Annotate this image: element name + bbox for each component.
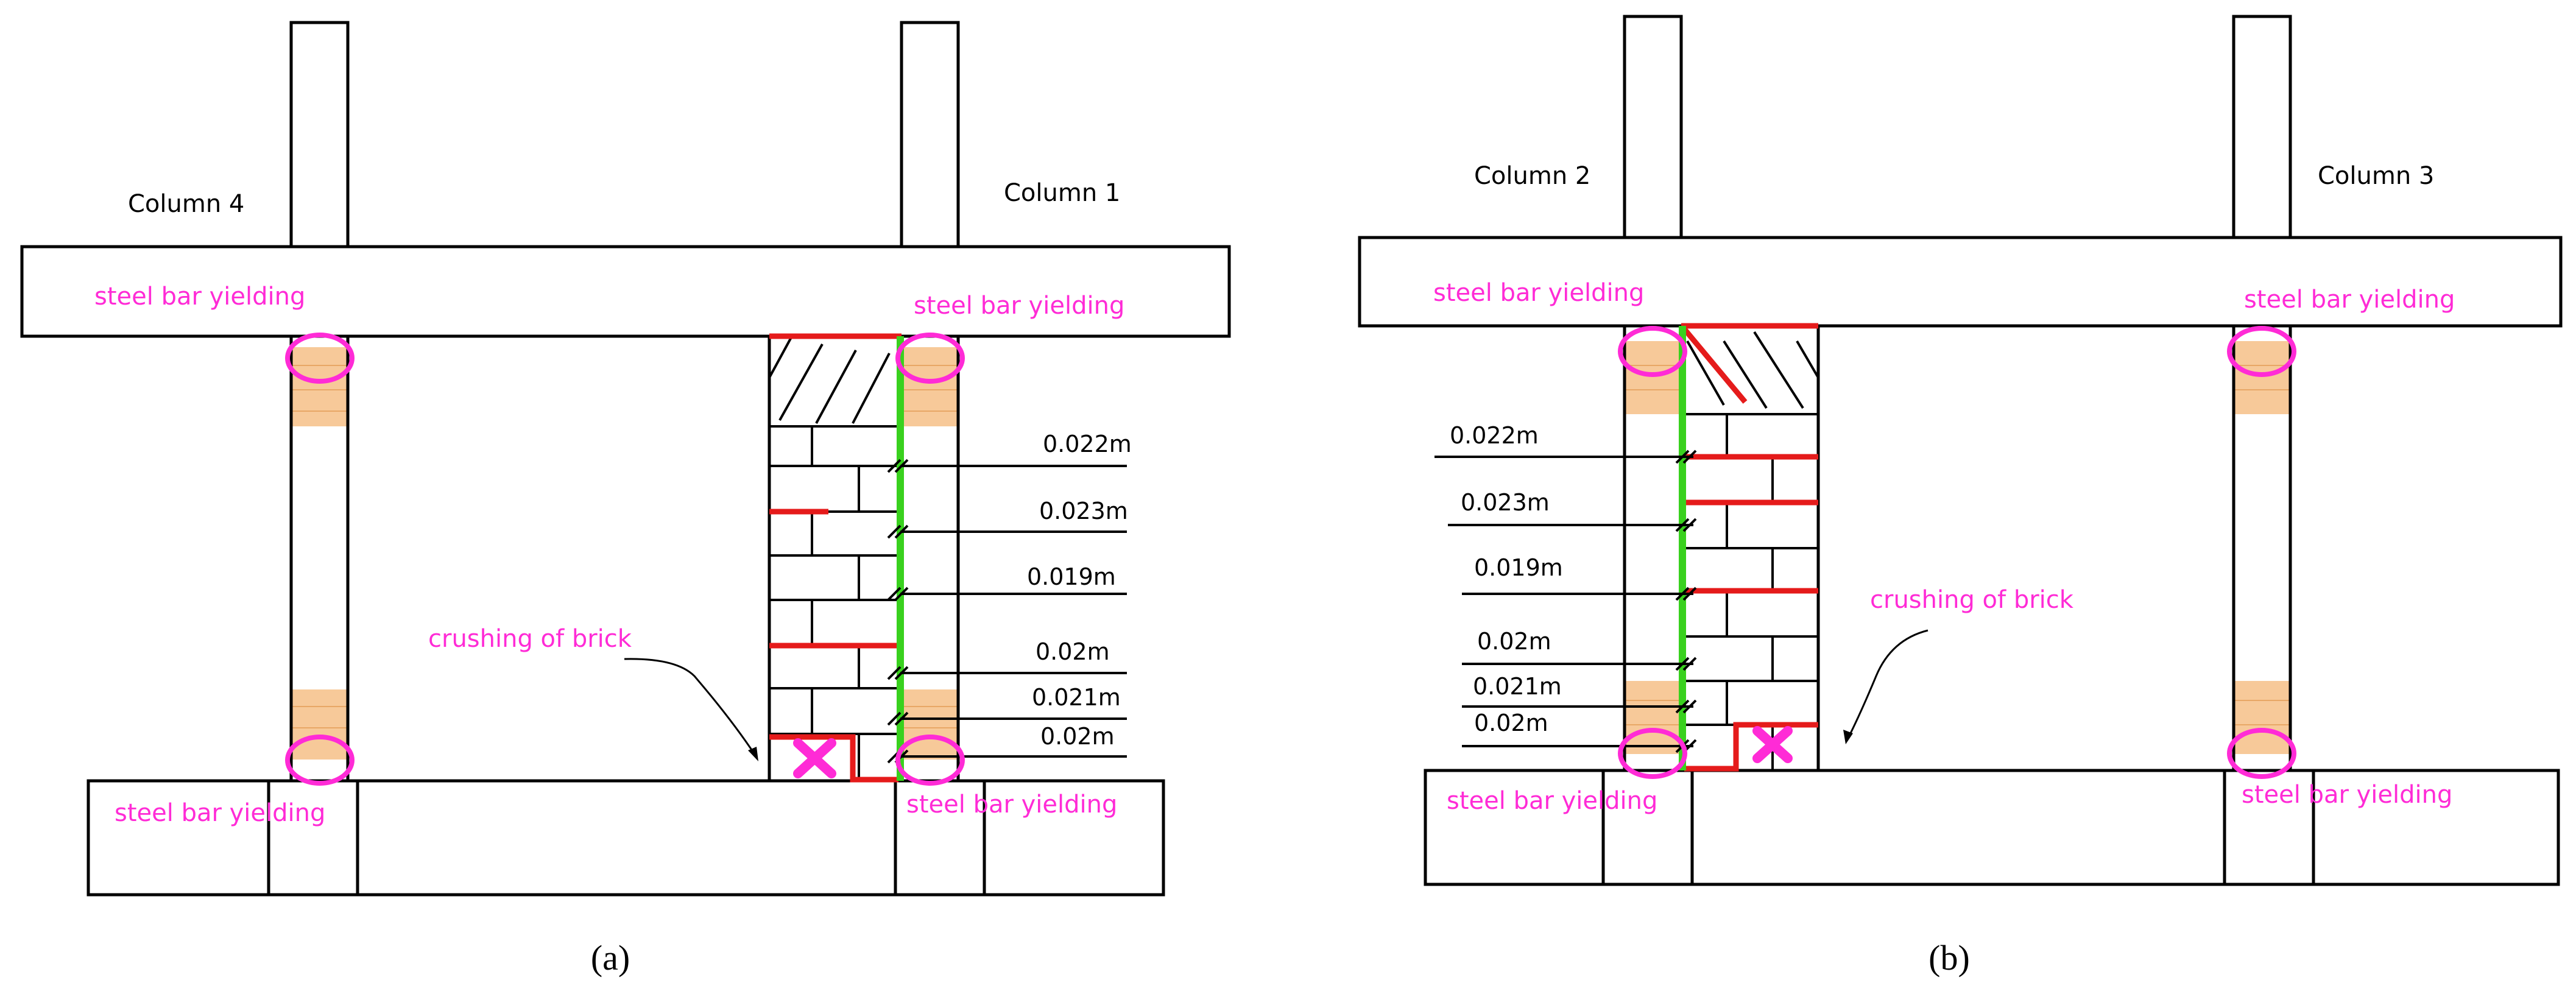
beam-b (1358, 236, 2563, 328)
yield-label-b-bottom-left: steel bar yielding (1447, 787, 1657, 815)
caption-b: (b) (1928, 938, 1970, 978)
wall-cracks-a (769, 333, 902, 783)
column-b-right-upper (2232, 15, 2292, 239)
yield-zone-a-col1-top (902, 347, 958, 426)
yield-zone-b-col2-top (1625, 341, 1681, 414)
column-a-left-label: Column 4 (128, 190, 244, 218)
gap-value-a-1: 0.022m (1043, 431, 1132, 457)
crushing-arrow-a (624, 658, 757, 756)
yield-label-b-top-left: steel bar yielding (1433, 279, 1644, 307)
yield-label-a-top-right: steel bar yielding (914, 292, 1124, 320)
yield-zone-a-col4-top (291, 347, 348, 426)
brick-courses-b (1681, 331, 1819, 770)
yield-circles-a (285, 333, 965, 786)
panel-a (20, 21, 1231, 897)
yield-label-a-bottom-left: steel bar yielding (115, 799, 325, 827)
column-a-right-label: Column 1 (1004, 179, 1120, 207)
gap-value-b-4: 0.02m (1477, 628, 1551, 655)
column-a-left-upper (289, 21, 350, 248)
gap-value-a-3: 0.019m (1027, 563, 1116, 590)
gap-value-a-5: 0.021m (1032, 684, 1121, 711)
yield-zone-a-col4-bottom (291, 689, 348, 760)
yield-label-a-bottom-right: steel bar yielding (906, 791, 1117, 819)
foundation-a (86, 779, 1165, 897)
panel-b (1358, 15, 2563, 886)
column-b-left-label: Column 2 (1474, 162, 1590, 190)
yield-label-a-top-left: steel bar yielding (94, 283, 305, 311)
crushing-x-a (793, 738, 836, 778)
gap-value-b-2: 0.023m (1461, 489, 1550, 516)
column-a-right-upper (900, 21, 960, 248)
brick-courses-a (768, 336, 902, 781)
crushing-x-b (1752, 726, 1793, 763)
yield-zone-a-col1-bottom (902, 689, 958, 760)
yield-label-b-bottom-right: steel bar yielding (2242, 781, 2452, 809)
crushing-label-a: crushing of brick (428, 625, 632, 653)
yield-zone-b-col3-bottom (2234, 681, 2290, 754)
gap-leaders-a (887, 459, 1127, 764)
crushing-arrow-b (1847, 629, 1928, 738)
wall-cracks-b (1681, 323, 1818, 772)
column-b-left-upper (1623, 15, 1683, 239)
column-b-right-label: Column 3 (2318, 162, 2434, 190)
gap-value-a-6: 0.02m (1040, 723, 1115, 750)
foundation-b (1424, 769, 2560, 886)
gap-value-b-5: 0.021m (1473, 673, 1562, 700)
gap-value-b-1: 0.022m (1450, 422, 1539, 449)
yield-circles-b (1618, 326, 2296, 779)
beam-a (20, 245, 1231, 338)
gap-value-a-4: 0.02m (1036, 638, 1110, 665)
crushing-label-b: crushing of brick (1870, 586, 2074, 614)
gap-leaders-b (1434, 449, 1697, 753)
gap-value-a-2: 0.023m (1039, 498, 1128, 524)
gap-value-b-6: 0.02m (1474, 710, 1548, 736)
caption-a: (a) (591, 938, 630, 978)
gap-value-b-3: 0.019m (1474, 554, 1563, 581)
yield-zone-b-col3-top (2234, 341, 2290, 414)
yield-zone-b-col2-bottom (1625, 681, 1681, 754)
yield-label-b-top-right: steel bar yielding (2244, 286, 2455, 314)
